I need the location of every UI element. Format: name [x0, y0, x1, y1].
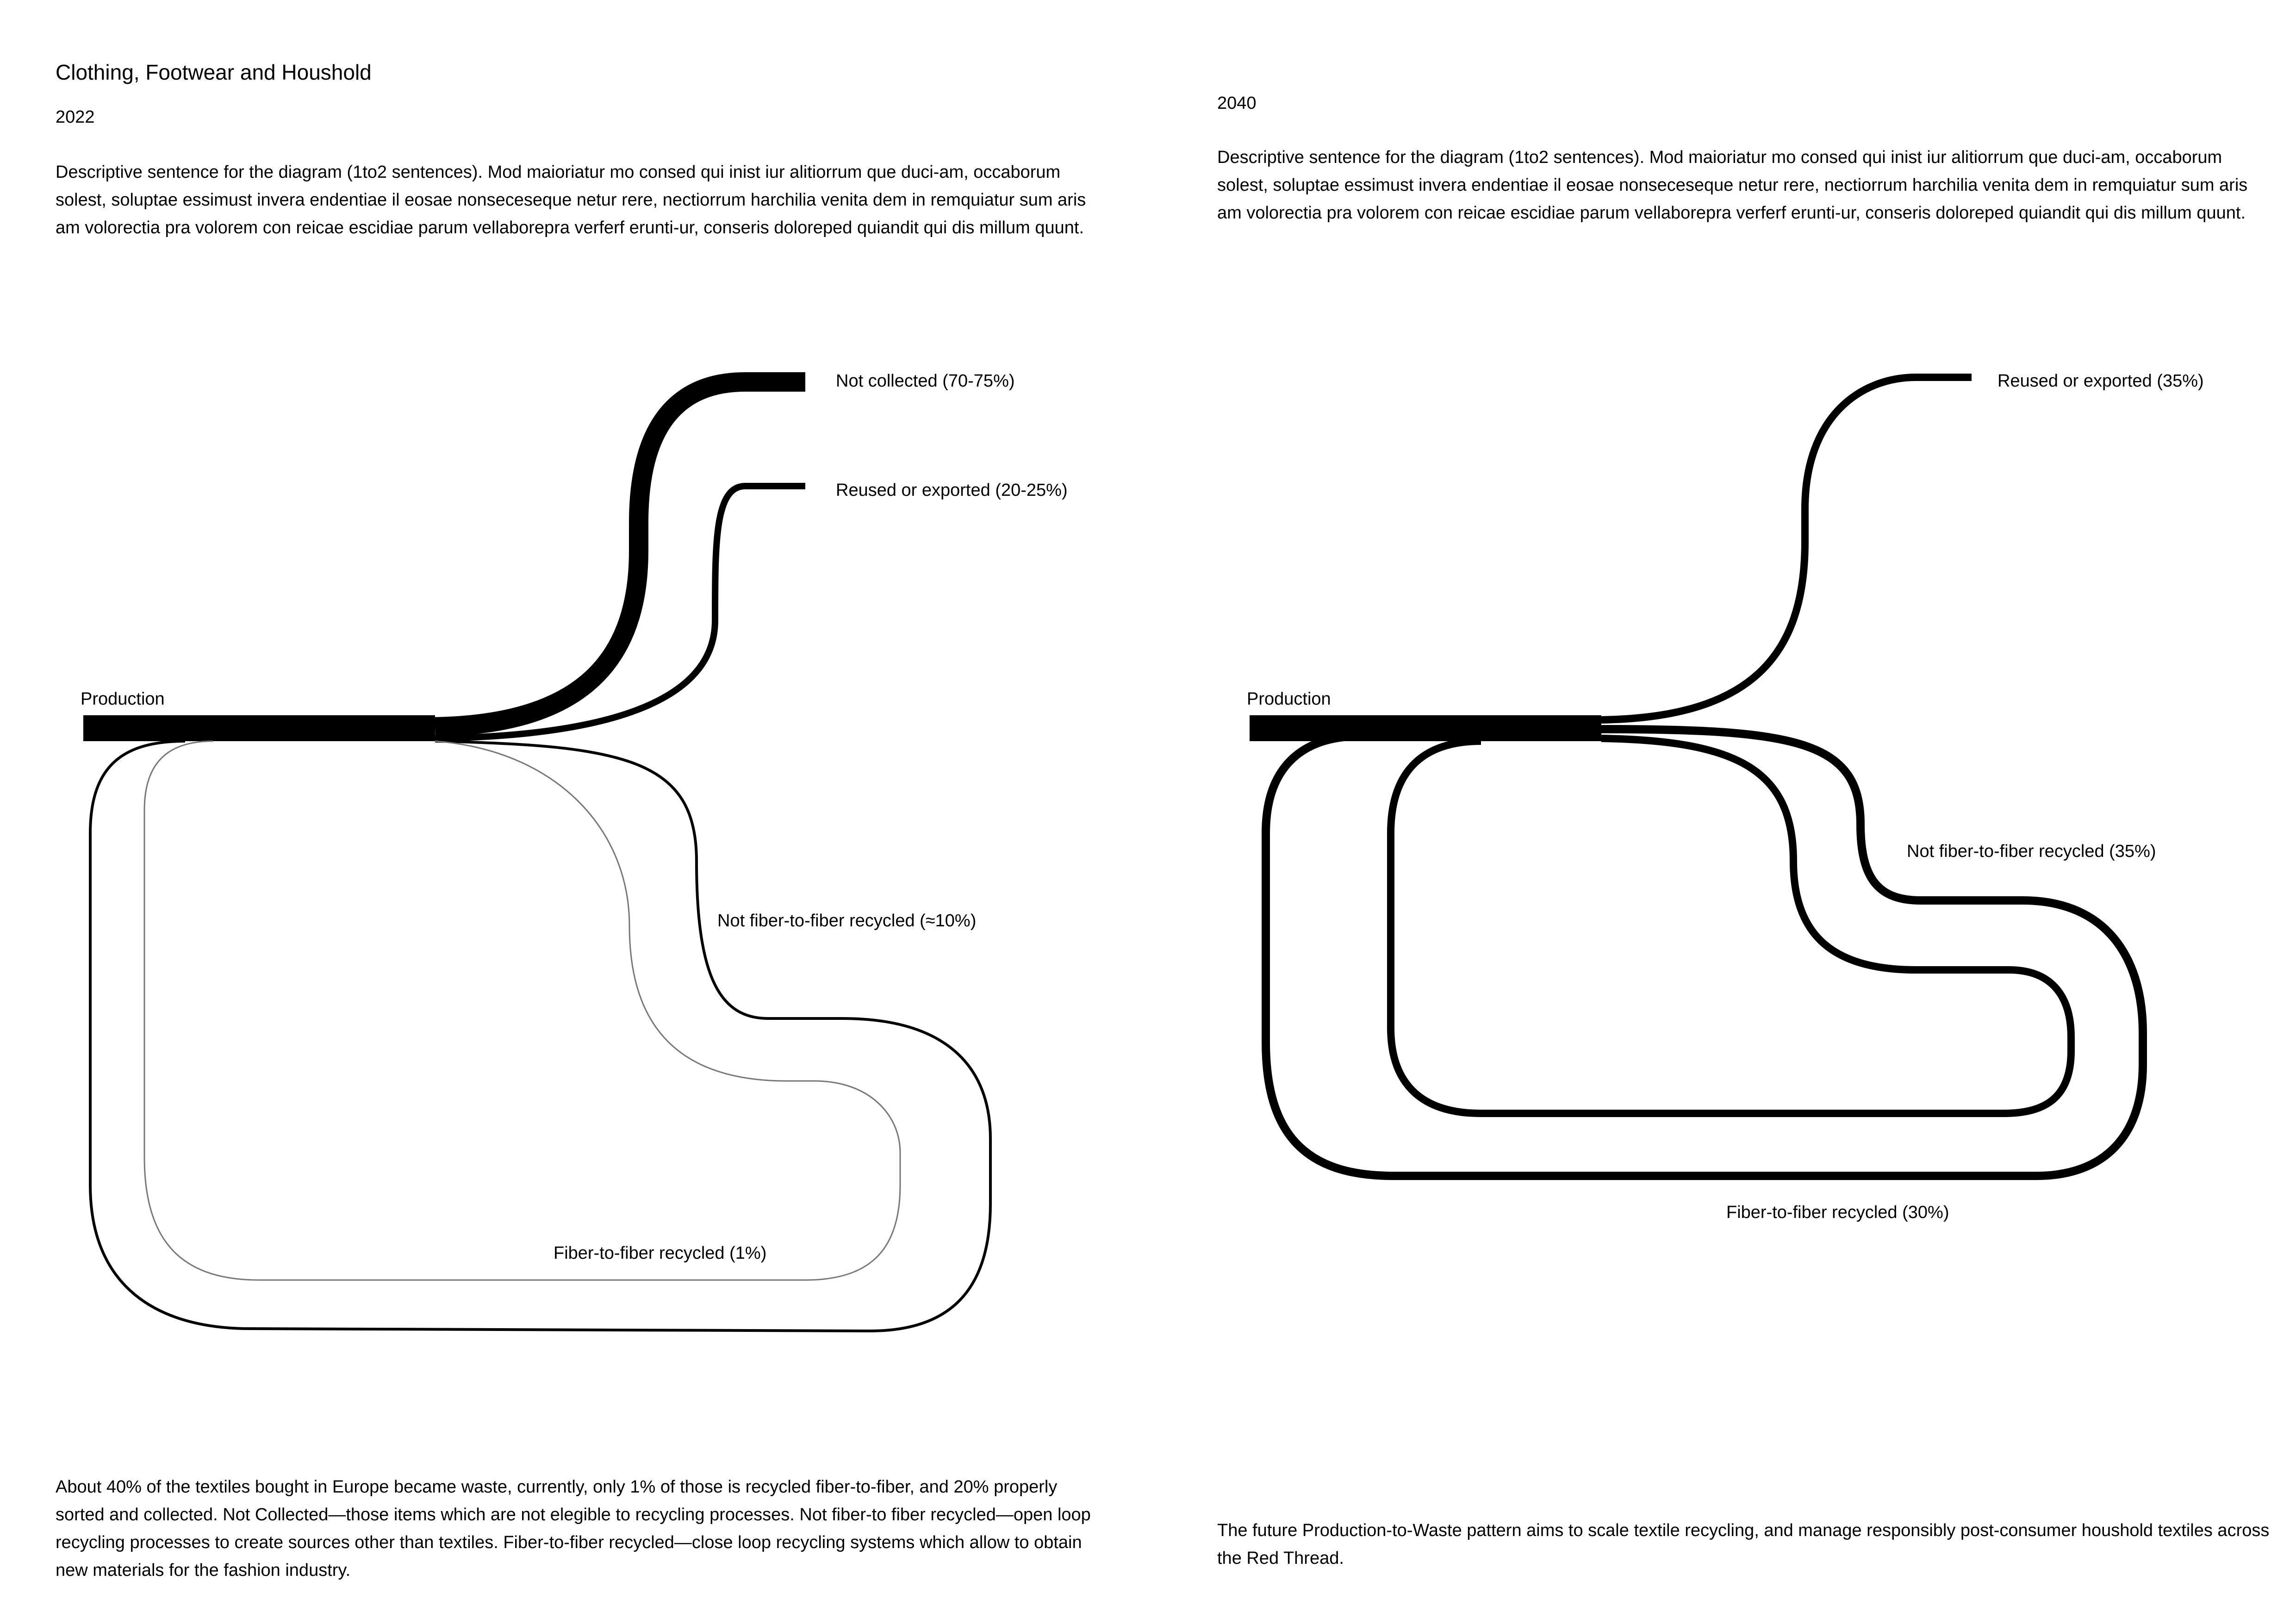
left-flow-not-collected [435, 372, 805, 737]
right-flow-not-f2f [1262, 725, 2147, 1180]
left-caption: About 40% of the textiles bought in Euro… [56, 1477, 1091, 1580]
left-description: Descriptive sentence for the diagram (1t… [56, 162, 1086, 237]
right-description: Descriptive sentence for the diagram (1t… [1217, 148, 2248, 223]
left-label-not-f2f: Not fiber-to-fiber recycled (≈10%) [717, 911, 977, 931]
right-flow-reused [1601, 374, 1972, 724]
right-label-reused: Reused or exported (35%) [1997, 371, 2204, 391]
right-caption: The future Production-to-Waste pattern a… [1217, 1521, 2270, 1568]
right-label-not-f2f: Not fiber-to-fiber recycled (35%) [1907, 842, 2156, 861]
right-label-f2f: Fiber-to-fiber recycled (30%) [1726, 1203, 1949, 1222]
left-diagram [83, 372, 992, 1332]
left-label-reused: Reused or exported (20-25%) [836, 481, 1068, 500]
left-flow-f2f [143, 740, 901, 1281]
left-label-f2f: Fiber-to-fiber recycled (1%) [554, 1243, 767, 1263]
left-label-not-collected: Not collected (70-75%) [836, 371, 1015, 391]
left-flow-reused [435, 483, 805, 742]
right-year: 2040 [1217, 94, 1257, 113]
left-label-production: Production [81, 689, 165, 709]
right-production-bar [1250, 715, 1601, 741]
left-year: 2022 [56, 107, 95, 127]
right-label-production: Production [1247, 689, 1331, 709]
right-flow-f2f [1387, 735, 2075, 1117]
right-diagram [1250, 374, 2147, 1180]
left-production-bar [83, 715, 435, 741]
page-title: Clothing, Footwear and Houshold [56, 60, 372, 84]
left-flow-not-f2f [89, 740, 992, 1332]
